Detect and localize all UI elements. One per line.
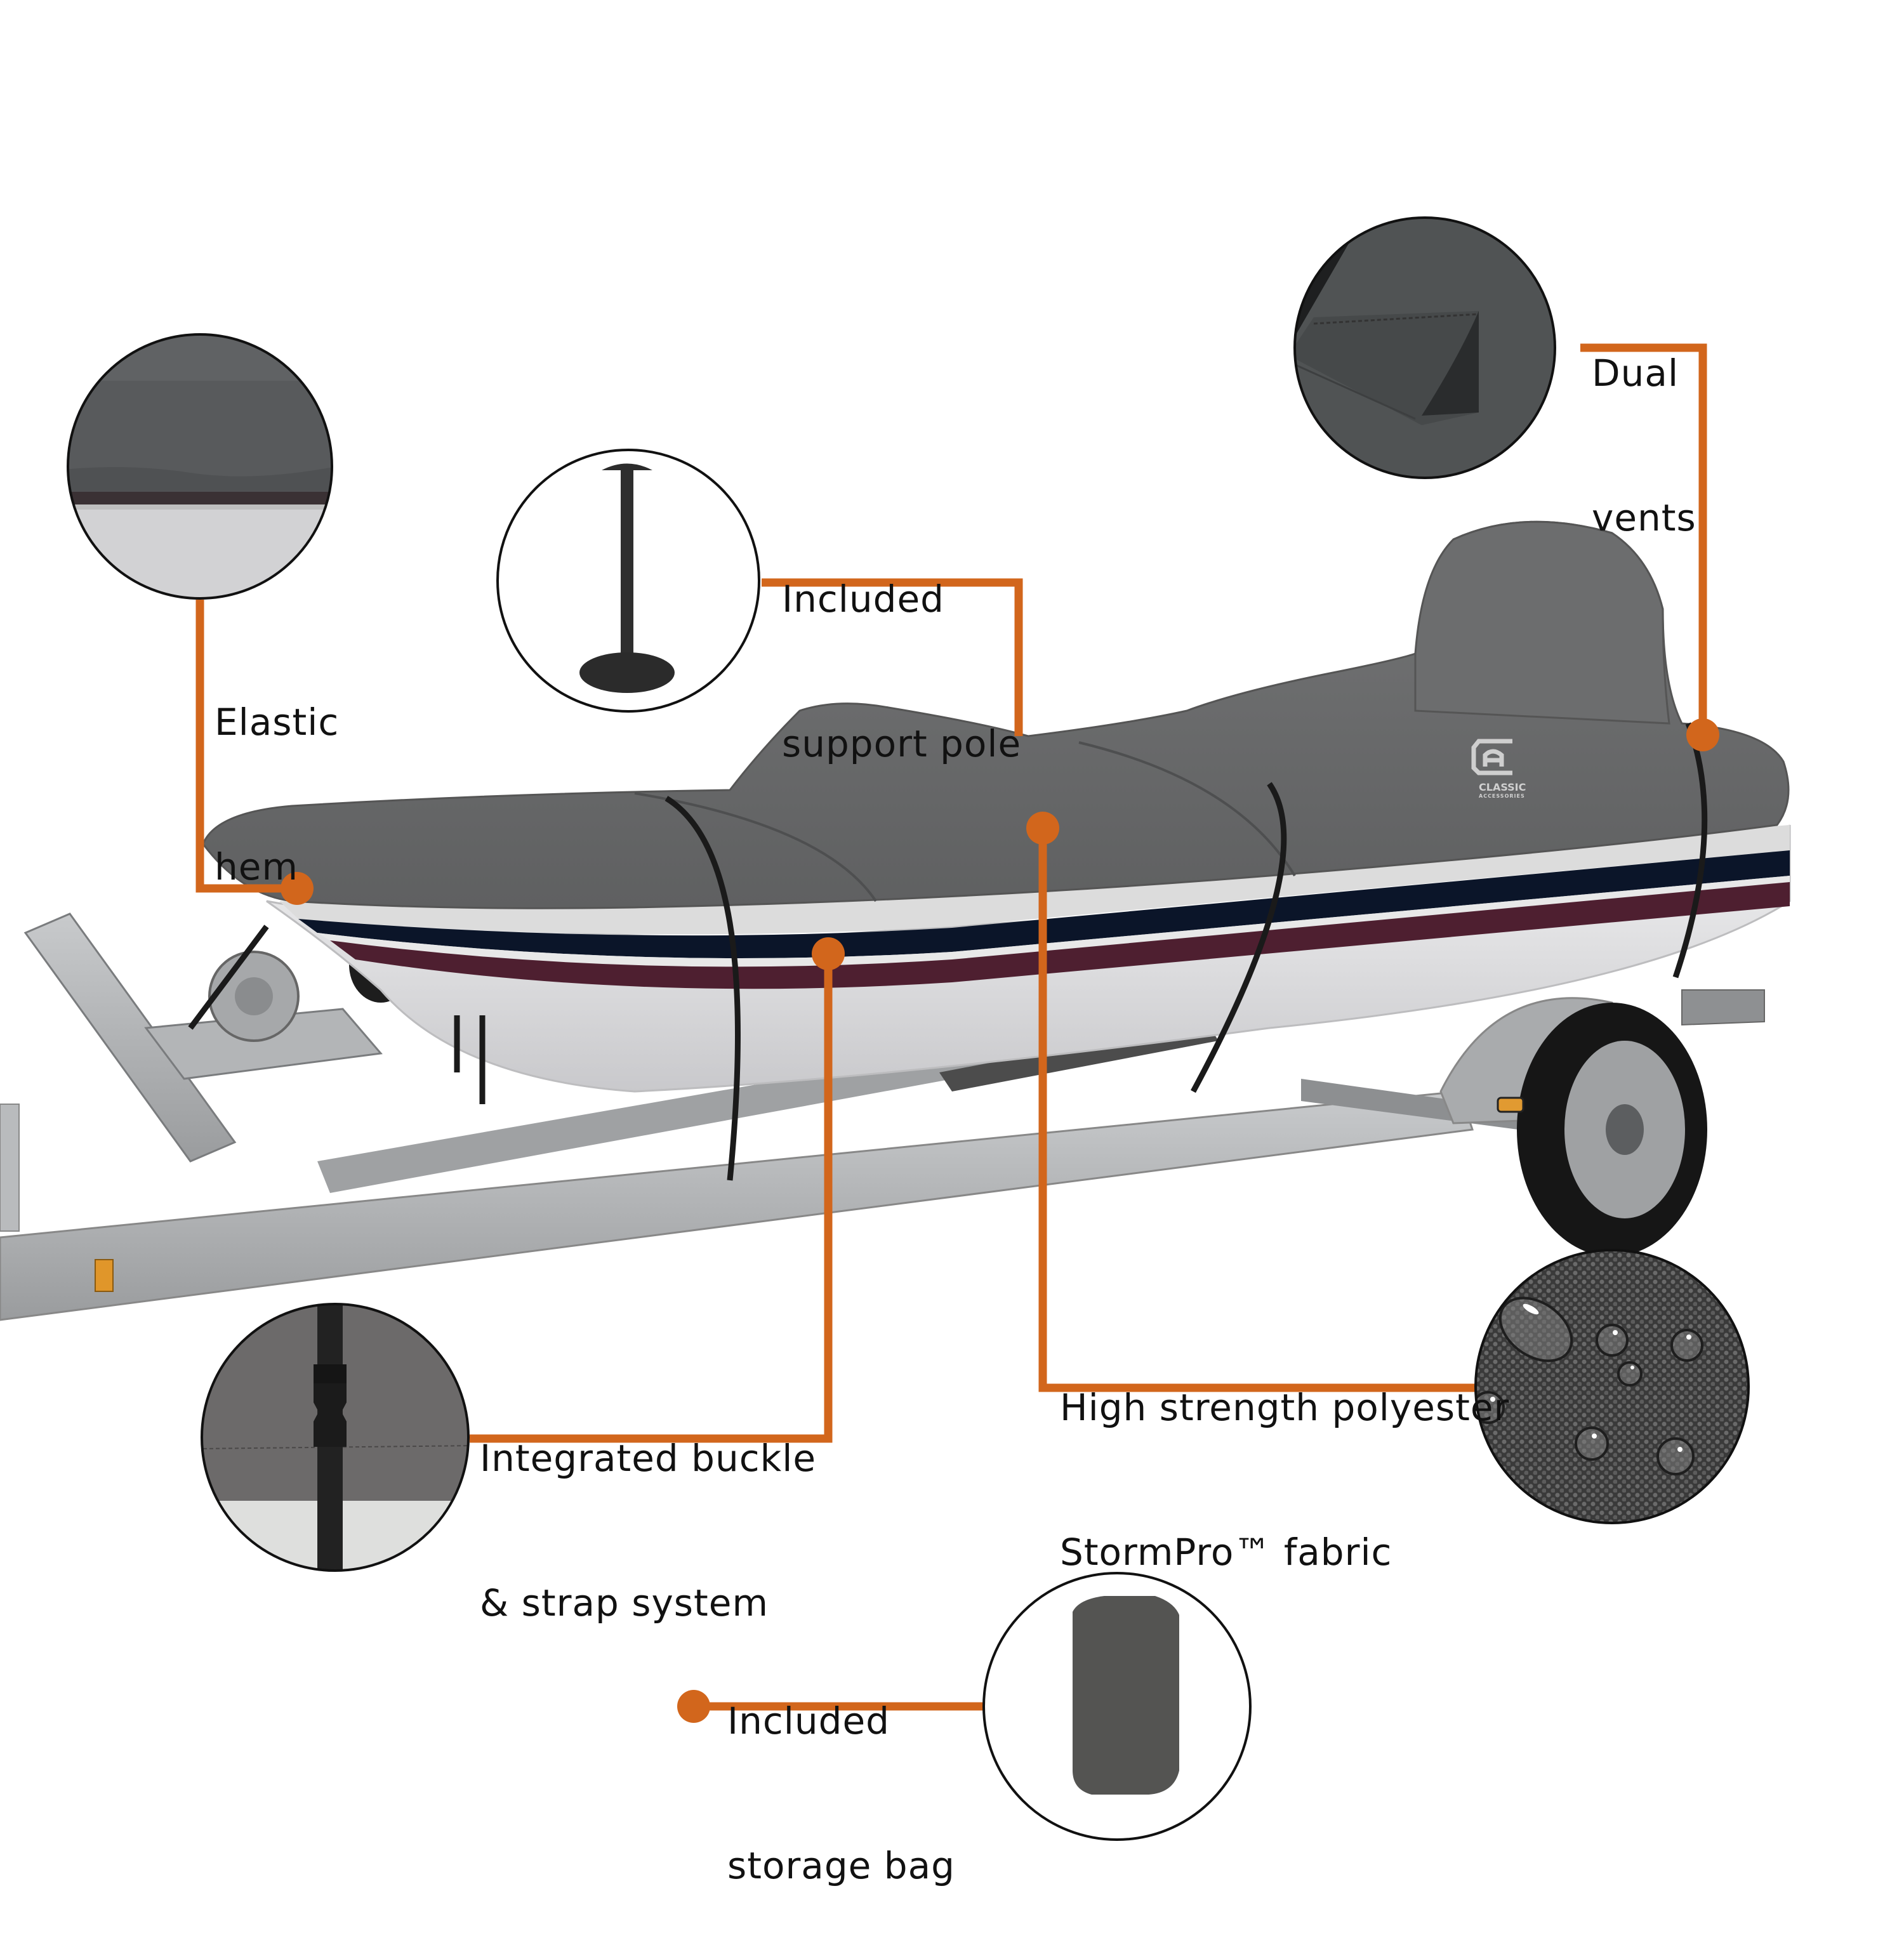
storage-bag-dot <box>677 1690 710 1723</box>
fabric-dot <box>1026 812 1059 845</box>
dual-vents-connector <box>1580 343 1707 735</box>
callout-dots <box>281 718 1719 1723</box>
fabric-label: High strength polyester StormPro™ fabric <box>1060 1287 1509 1625</box>
buckle-dot <box>812 937 845 970</box>
dual-vents-label: Dual vents <box>1592 253 1696 590</box>
brand-name-line1: CLASSIC <box>1479 781 1526 793</box>
storage-bag-label-line1: Included <box>727 1699 890 1743</box>
storage-bag-label: Included storage bag <box>727 1600 955 1938</box>
elastic-hem-closeup-icon <box>67 333 333 600</box>
dual-vents-label-line2: vents <box>1592 496 1696 539</box>
dual-vents-dot <box>1686 718 1719 751</box>
buckle-strap-label-line1: Integrated buckle <box>480 1437 817 1480</box>
buckle-strap-closeup-icon <box>201 1303 470 1572</box>
fabric-label-line1: High strength polyester <box>1060 1386 1510 1429</box>
support-pole-icon <box>496 449 760 713</box>
elastic-hem-label-line2: hem <box>215 845 298 888</box>
brand-name: CLASSIC ACCESSORIES <box>1479 782 1526 800</box>
brand-name-line2: ACCESSORIES <box>1479 793 1525 799</box>
storage-bag-icon <box>982 1572 1252 1841</box>
support-pole-label-line2: support pole <box>782 722 1022 765</box>
support-pole-label-line1: Included <box>782 577 944 621</box>
support-pole-label: Included support pole <box>782 478 1021 816</box>
elastic-hem-label: Elastic hem <box>215 602 339 939</box>
dual-vents-label-line1: Dual <box>1592 352 1679 395</box>
elastic-hem-dot <box>281 872 314 905</box>
support-pole-connector <box>762 578 1023 736</box>
buckle-strap-label: Integrated buckle & strap system <box>480 1338 816 1675</box>
vent-flap-closeup-icon <box>1293 216 1556 479</box>
fabric-connector <box>1038 828 1479 1392</box>
buckle-strap-label-line2: & strap system <box>480 1581 769 1625</box>
brand-logo <box>1471 739 1512 775</box>
water-droplets-fabric-icon <box>1474 1249 1750 1524</box>
elastic-hem-label-line1: Elastic <box>215 701 340 744</box>
buckle-connector <box>470 954 833 1443</box>
elastic-hem-connector <box>195 600 297 893</box>
storage-bag-label-line2: storage bag <box>727 1844 955 1887</box>
fabric-label-line2: StormPro™ fabric <box>1060 1531 1392 1574</box>
callout-lines <box>195 343 1707 1711</box>
